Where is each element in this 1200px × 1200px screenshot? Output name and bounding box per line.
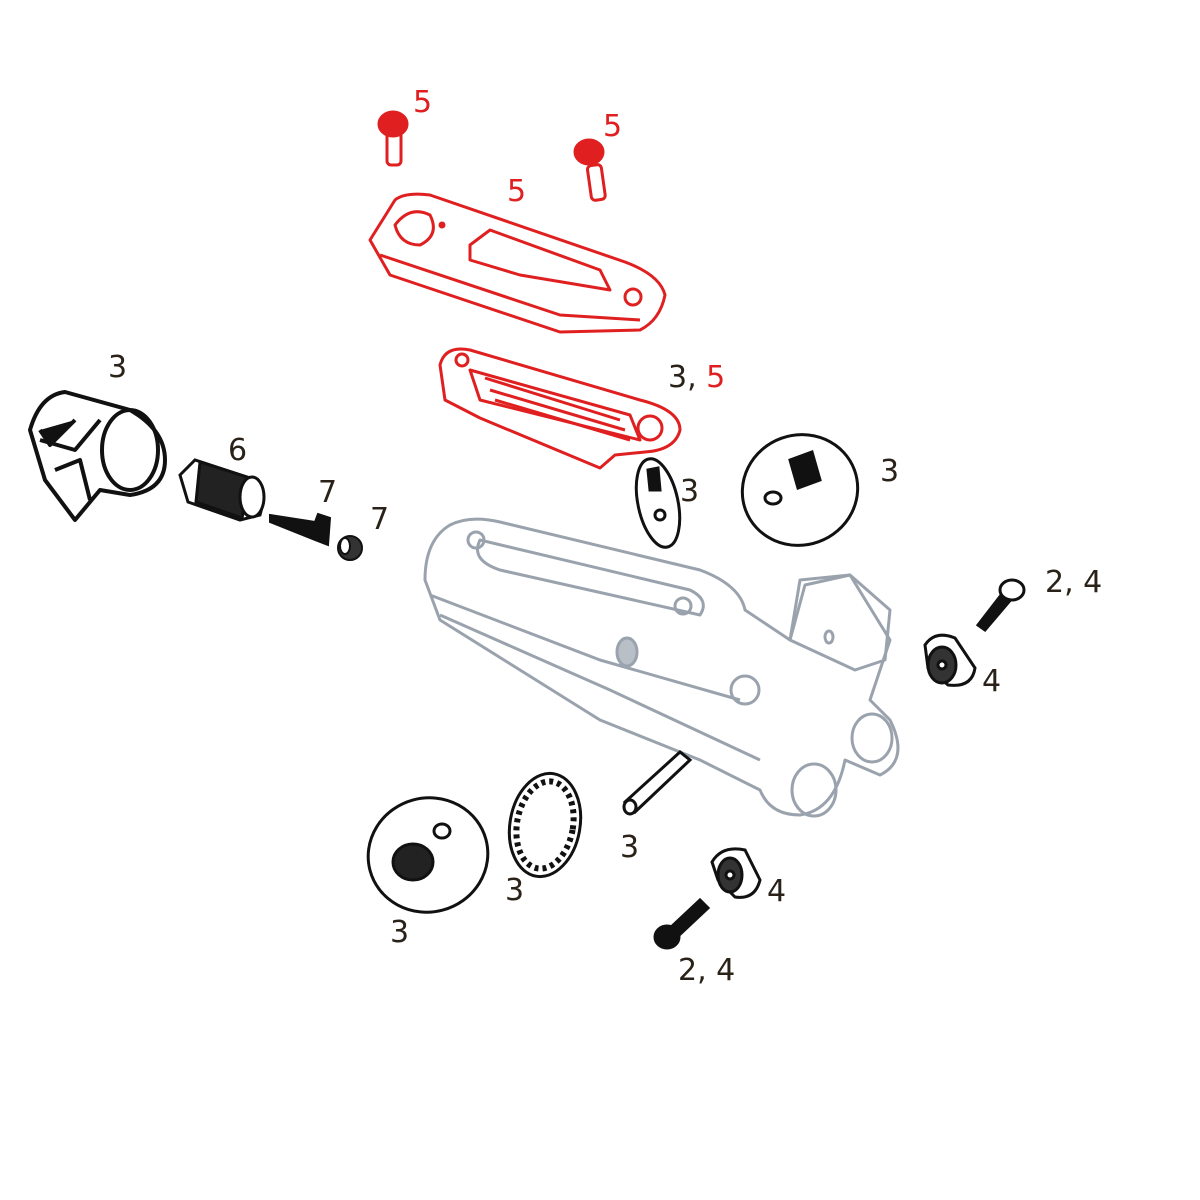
label-clamp: 3 bbox=[108, 350, 128, 385]
label-screw-top-left: 5 bbox=[413, 85, 433, 120]
label-reservoir-bladder: 3, 5 bbox=[668, 360, 726, 395]
label-pin: 3 bbox=[620, 830, 640, 865]
gear-part bbox=[507, 771, 583, 879]
label-screw-top-right: 5 bbox=[603, 109, 623, 144]
bleed-port-kit-part bbox=[634, 457, 682, 549]
label-reach-adjust-kit: 3 bbox=[880, 454, 900, 489]
label-bearing-bottom: 4 bbox=[767, 874, 787, 909]
label-olive: 7 bbox=[370, 502, 390, 537]
label-pivot-bolt-bottom: 2, 4 bbox=[678, 953, 736, 988]
label-nut-kit: 3 bbox=[390, 915, 410, 950]
label-adjuster-barrel: 6 bbox=[228, 433, 248, 468]
hose-barb-part bbox=[269, 512, 363, 561]
label-reservoir-cover: 5 bbox=[507, 174, 527, 209]
label-hose-barb: 7 bbox=[318, 475, 338, 510]
label-gear: 3 bbox=[505, 873, 525, 908]
label-bleed-port-kit: 3 bbox=[680, 474, 700, 509]
clamp-part bbox=[28, 390, 167, 522]
adjuster-barrel-part bbox=[178, 458, 266, 522]
lever-body bbox=[423, 517, 900, 818]
reservoir-bladder-part bbox=[438, 347, 682, 470]
label-pivot-bolt-top: 2, 4 bbox=[1045, 565, 1103, 600]
reservoir-cover-part bbox=[368, 192, 667, 334]
label-bearing-top: 4 bbox=[982, 664, 1002, 699]
pin-part bbox=[622, 750, 693, 816]
pivot-bolt-bottom-part bbox=[653, 847, 762, 950]
pivot-bolt-top-part bbox=[923, 578, 1026, 687]
nut-kit-part bbox=[366, 796, 490, 914]
reach-adjust-kit-part bbox=[740, 433, 860, 547]
top-screws bbox=[377, 110, 607, 202]
